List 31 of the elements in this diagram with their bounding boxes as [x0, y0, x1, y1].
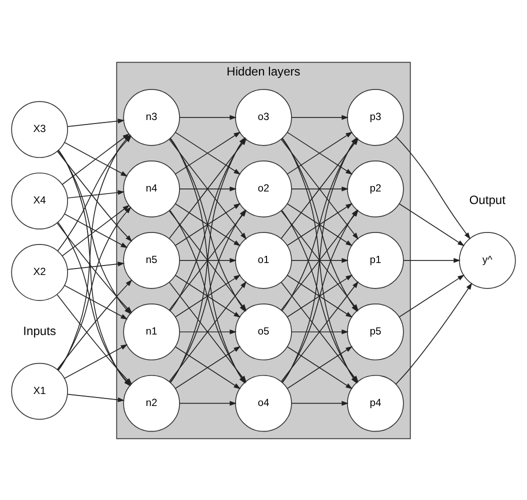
arrow: [179, 328, 237, 334]
arrow: [57, 150, 132, 242]
arrow: [179, 186, 237, 191]
arrow: [64, 344, 128, 378]
arrow: [396, 136, 471, 239]
arrow: [67, 393, 125, 402]
arrow: [67, 118, 125, 126]
arrow: [64, 142, 128, 176]
label: Inputs: [23, 324, 56, 338]
node-circle: X2: [11, 244, 68, 300]
arrow: [291, 114, 349, 120]
arrow: [179, 400, 237, 406]
arrow: [291, 328, 349, 334]
label: Output: [469, 192, 506, 207]
arrow: [64, 213, 128, 248]
arrow: [57, 135, 132, 251]
arrow: [179, 257, 237, 262]
node-circle: X1: [11, 362, 68, 420]
node-circle: X3: [11, 100, 68, 158]
arrow: [67, 261, 125, 270]
arrow: [62, 204, 130, 256]
node-circle: n5: [123, 231, 180, 288]
arrow: [179, 114, 237, 120]
arrow: [64, 284, 128, 319]
arrow: [291, 186, 349, 191]
arrow: [396, 282, 472, 384]
arrow: [291, 257, 349, 262]
arrow: [403, 257, 461, 262]
arrow: [67, 190, 125, 198]
arrow: [291, 400, 349, 406]
node-circle: X4: [11, 172, 68, 229]
